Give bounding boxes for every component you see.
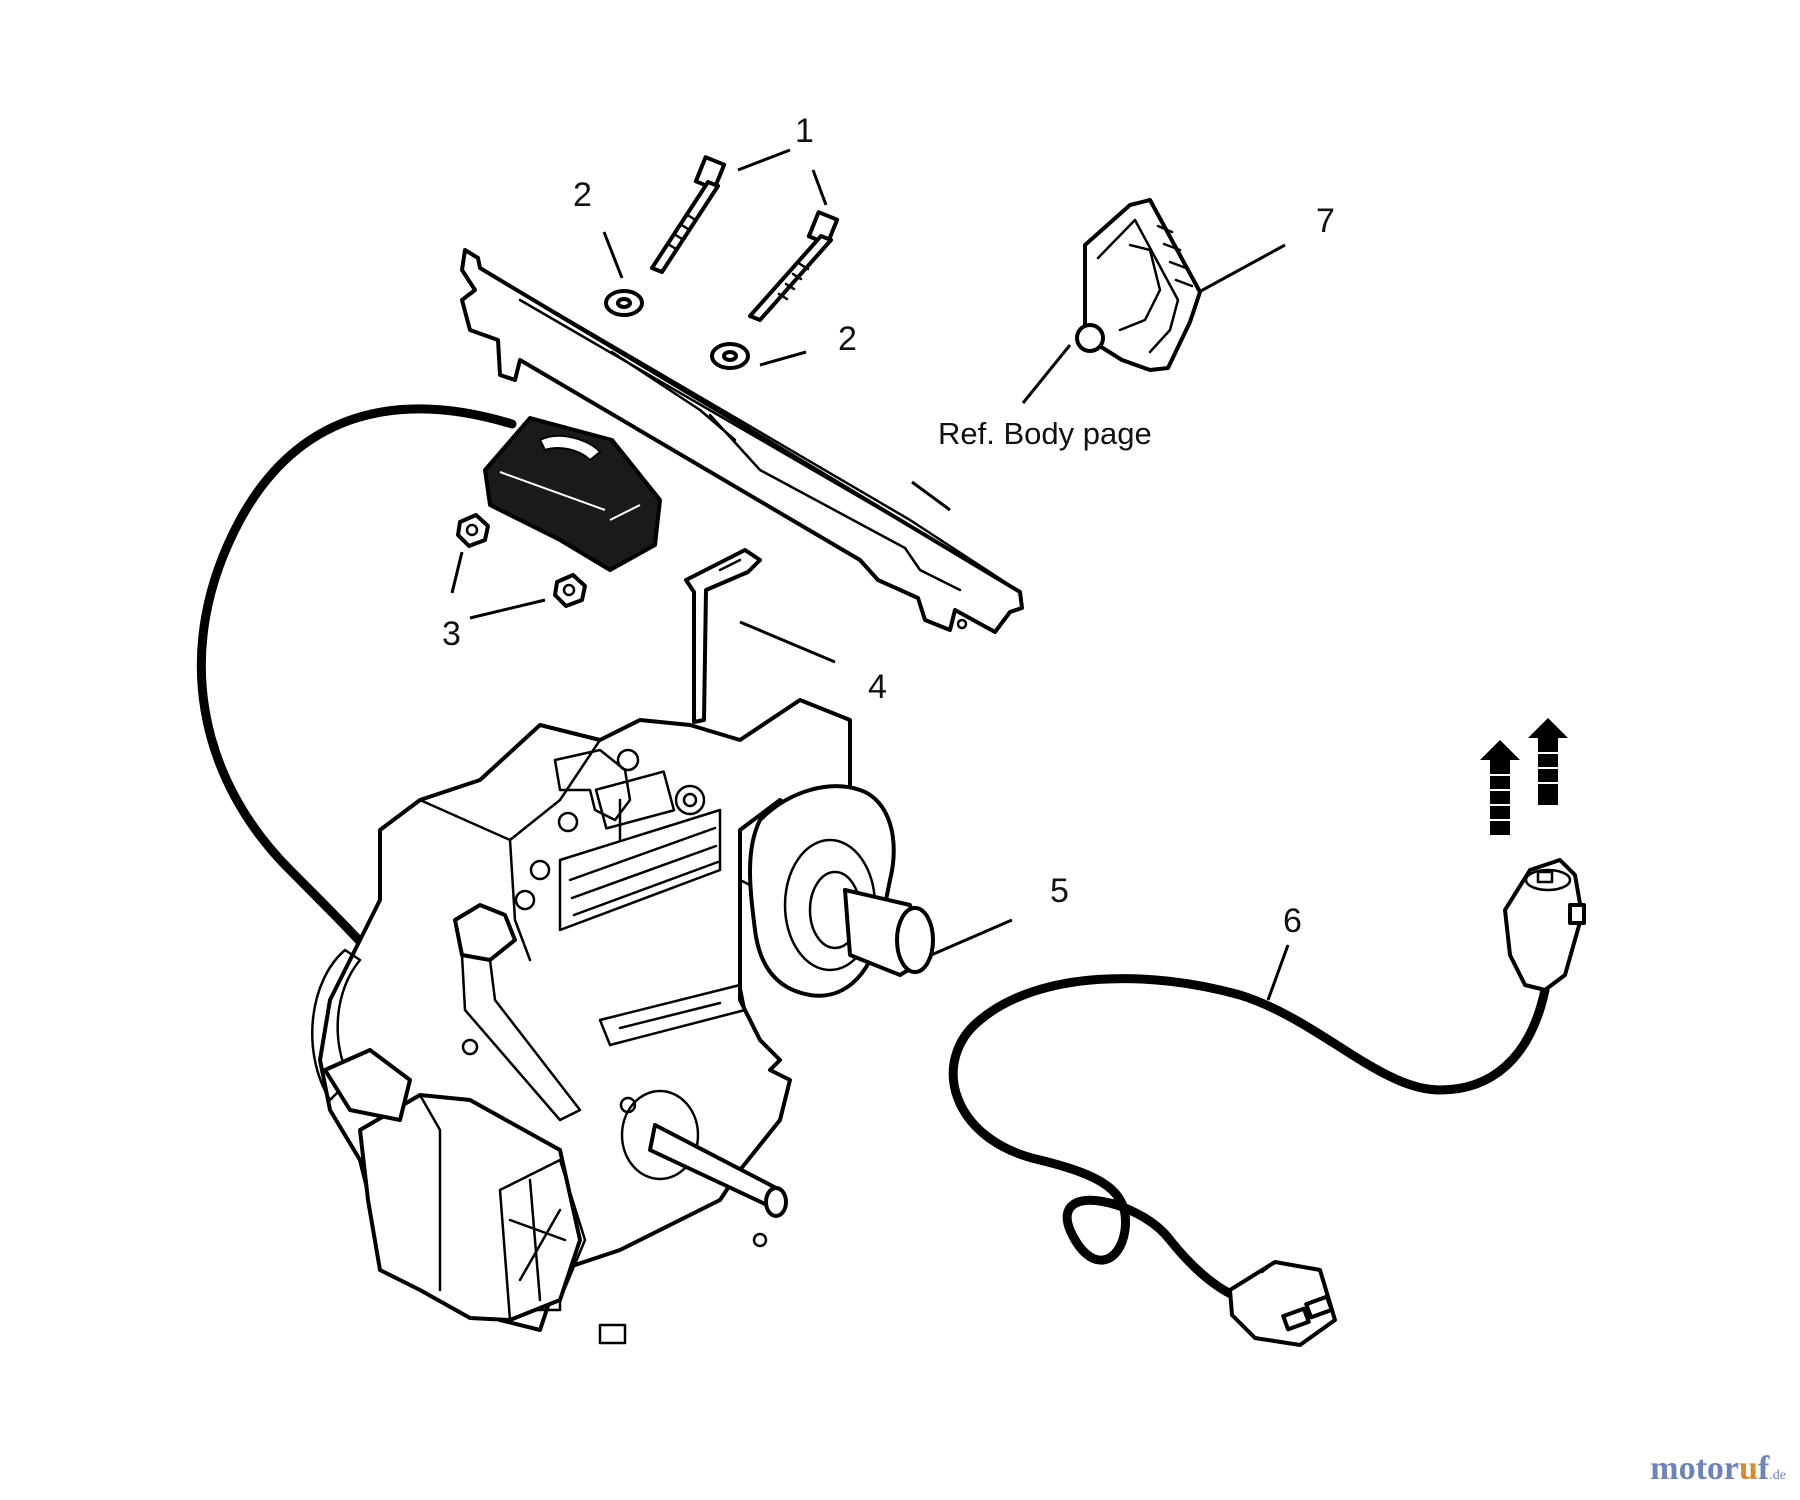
connect-arrows bbox=[1480, 718, 1568, 835]
watermark-tld: .de bbox=[1769, 1468, 1786, 1483]
drive-pulley bbox=[748, 784, 935, 998]
callout-2-top: 2 bbox=[573, 176, 592, 214]
mounting-bracket bbox=[460, 248, 1024, 634]
watermark-main: motor bbox=[1650, 1450, 1740, 1487]
cord-plug-female bbox=[1503, 858, 1586, 992]
callout-7: 7 bbox=[1316, 202, 1335, 240]
leader-lines bbox=[450, 148, 1290, 1001]
lever bbox=[684, 548, 762, 724]
reference-note: Ref. Body page bbox=[938, 416, 1152, 451]
starter-motor bbox=[483, 416, 662, 572]
callout-1: 1 bbox=[795, 112, 814, 150]
nut-right bbox=[553, 573, 587, 608]
callout-6: 6 bbox=[1283, 902, 1302, 940]
callout-3: 3 bbox=[442, 615, 461, 653]
callout-5: 5 bbox=[1050, 872, 1069, 910]
watermark-logo: motoruf.de bbox=[1650, 1450, 1786, 1488]
control-handle bbox=[1075, 198, 1202, 372]
bolt-left bbox=[650, 155, 727, 274]
recoil-housing bbox=[323, 1048, 587, 1322]
callout-2-right: 2 bbox=[838, 320, 857, 358]
cord-plug-male bbox=[1228, 1260, 1337, 1347]
washer-right bbox=[710, 342, 750, 370]
watermark-rest: f bbox=[1757, 1450, 1770, 1487]
power-cord bbox=[948, 974, 1550, 1305]
bolt-right bbox=[748, 210, 840, 322]
washer-top bbox=[604, 289, 644, 317]
callout-4: 4 bbox=[868, 668, 887, 706]
nut-left bbox=[456, 513, 490, 548]
watermark-accent: u bbox=[1739, 1450, 1758, 1487]
